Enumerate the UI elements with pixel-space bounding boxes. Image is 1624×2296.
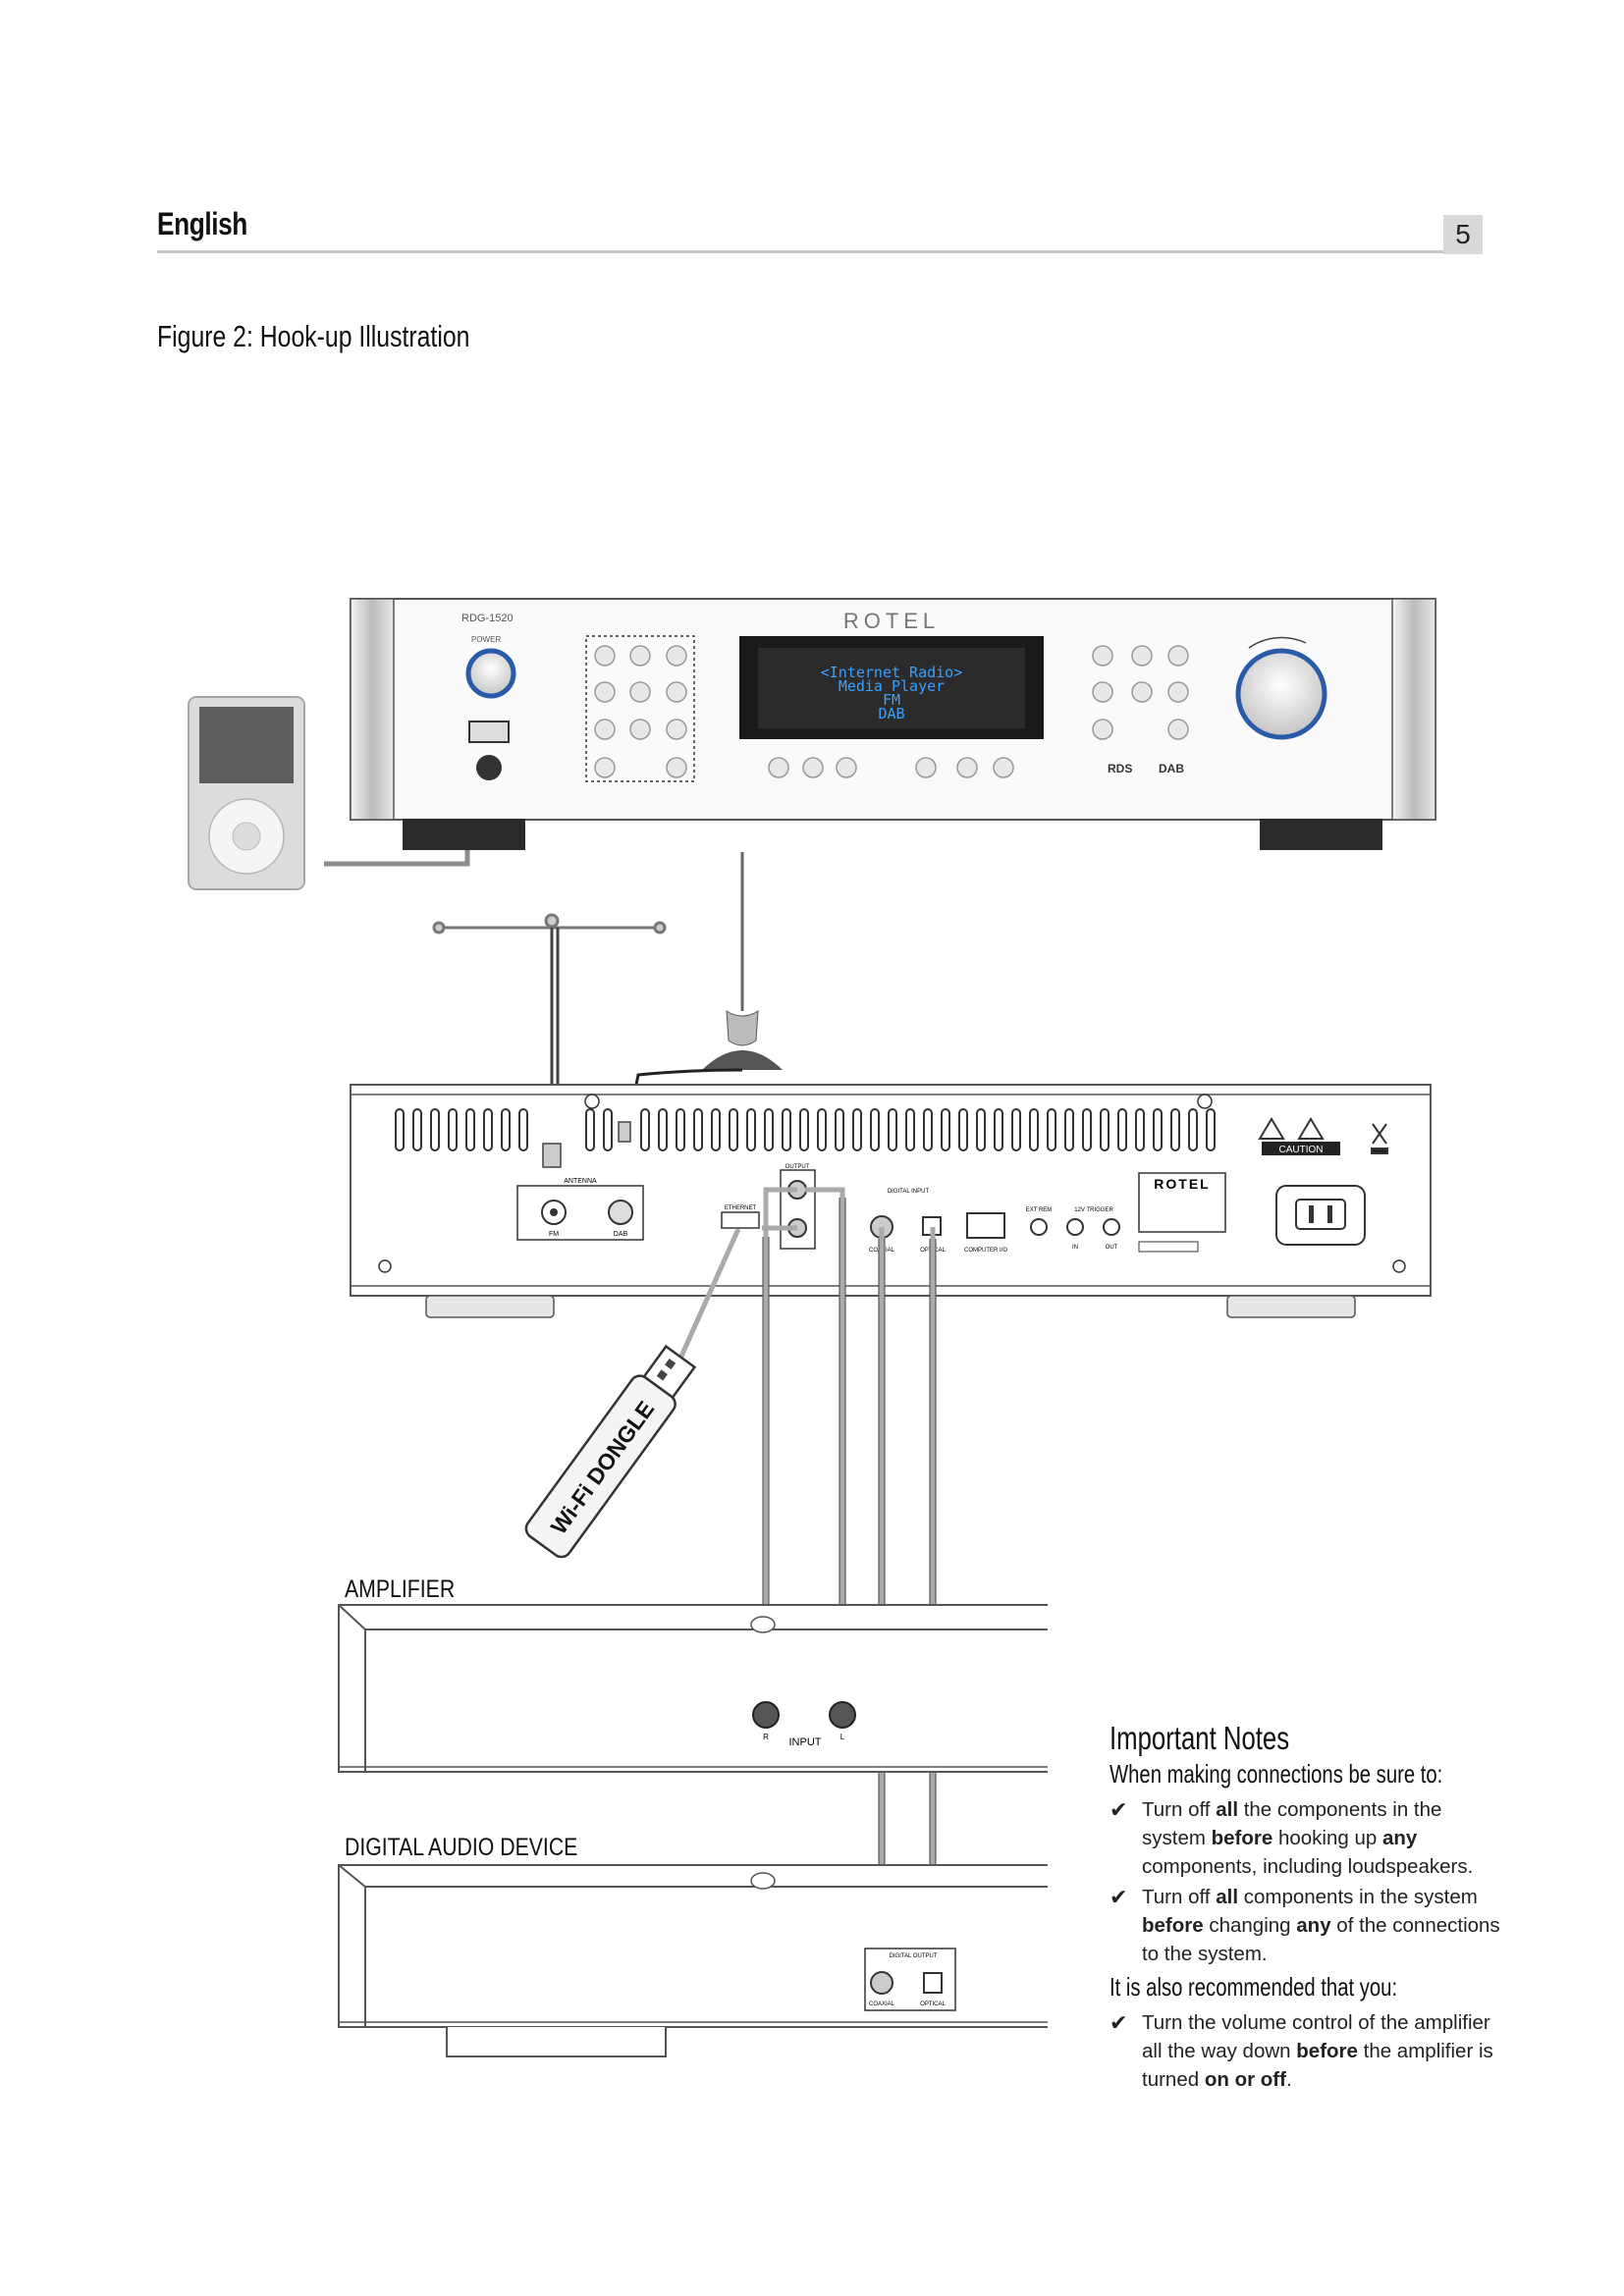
digital-optical-jack xyxy=(923,1972,943,1994)
amplifier: R L INPUT xyxy=(338,1604,1048,1773)
page-number: 5 xyxy=(1443,215,1483,254)
figure-title: Figure 2: Hook-up Illustration xyxy=(157,319,470,353)
preset-buttons xyxy=(594,645,1014,778)
display-line-4: DAB xyxy=(878,705,904,722)
digital-audio-device: DIGITAL OUTPUT COAXIAL OPTICAL xyxy=(338,1864,1048,2057)
note-item-1: ✔ Turn off all the components in the sys… xyxy=(1110,1797,1474,1878)
usb-port xyxy=(468,721,510,743)
ipod-player xyxy=(188,696,305,890)
rear-ethernet-label: ETHERNET xyxy=(725,1205,757,1211)
amp-input-r xyxy=(752,1701,780,1729)
front-brand: ROTEL xyxy=(843,609,940,633)
rear-caution-label: CAUTION xyxy=(1279,1145,1324,1155)
checkmark-icon: ✔ xyxy=(1110,2010,1128,2035)
dab-antenna xyxy=(626,852,783,1125)
note-item-2: ✔ Turn off all components in the system … xyxy=(1110,1885,1500,1965)
dab-logo: DAB xyxy=(1159,762,1184,775)
front-panel: ROTEL RDG-1520 POWER <Internet Radio> Me… xyxy=(350,598,1436,850)
vent-slots xyxy=(395,1108,1216,1151)
amp-input-label: INPUT xyxy=(789,1736,822,1748)
display-line-3: FM xyxy=(883,691,900,709)
volume-knob xyxy=(1235,648,1327,740)
audio-cables xyxy=(762,1187,936,1973)
dongle-label: Wi-Fi DONGLE xyxy=(546,1396,660,1538)
amplifier-label: AMPLIFIER xyxy=(345,1575,456,1603)
digital-coaxial-label: COAXIAL xyxy=(869,2002,895,2007)
digital-audio-device-label: DIGITAL AUDIO DEVICE xyxy=(345,1834,578,1861)
audio-cable-outlines xyxy=(762,1198,937,1963)
rear-panel: ANTENNA FM DAB ETHERNET OUTPUT DIGITAL I… xyxy=(350,1084,1432,1318)
rear-dab-label: DAB xyxy=(614,1231,628,1238)
rear-rotel-label: ROTEL xyxy=(1154,1176,1210,1192)
notes-subheading-1: When making connections be sure to: xyxy=(1110,1759,1443,1789)
display-line-2: Media Player xyxy=(839,677,945,695)
rear-fm-label: FM xyxy=(549,1231,559,1238)
digital-output-label: DIGITAL OUTPUT xyxy=(889,1953,937,1959)
amp-r-label: R xyxy=(763,1733,769,1741)
header-language: English xyxy=(157,206,247,241)
rear-output-label: OUTPUT xyxy=(785,1164,810,1170)
rear-digital-input-label: DIGITAL INPUT xyxy=(888,1189,930,1195)
header-rule xyxy=(157,250,1483,253)
digital-coaxial-jack xyxy=(870,1971,893,1995)
amp-input-l xyxy=(829,1701,856,1729)
display-line-1: <Internet Radio> xyxy=(821,664,963,681)
front-power-label: POWER xyxy=(471,635,501,644)
notes-heading: Important Notes xyxy=(1110,1720,1290,1756)
front-jack xyxy=(476,755,502,780)
rear-trigger-label: 12V TRIGGER xyxy=(1074,1207,1113,1213)
rear-computer-io-label: COMPUTER I/O xyxy=(964,1248,1007,1254)
important-notes: Important Notes When making connections … xyxy=(1110,1720,1502,2096)
checkmark-icon: ✔ xyxy=(1110,1885,1128,1909)
front-model: RDG-1520 xyxy=(461,613,514,624)
checkmark-icon: ✔ xyxy=(1110,1797,1128,1822)
notes-subheading-2: It is also recommended that you: xyxy=(1110,1972,1398,2002)
rear-ext-rem-label: EXT REM xyxy=(1026,1207,1053,1213)
note-item-3: ✔ Turn the volume control of the amplifi… xyxy=(1110,2010,1493,2091)
rear-in-label: IN xyxy=(1072,1245,1078,1251)
power-button xyxy=(465,648,516,699)
rear-out-label: OUT xyxy=(1106,1245,1118,1251)
digital-optical-label: OPTICAL xyxy=(920,2002,946,2007)
control-buttons xyxy=(1092,645,1189,740)
rear-antenna-label: ANTENNA xyxy=(564,1178,597,1185)
amp-l-label: L xyxy=(840,1733,845,1741)
rds-logo: RDS xyxy=(1108,762,1132,775)
